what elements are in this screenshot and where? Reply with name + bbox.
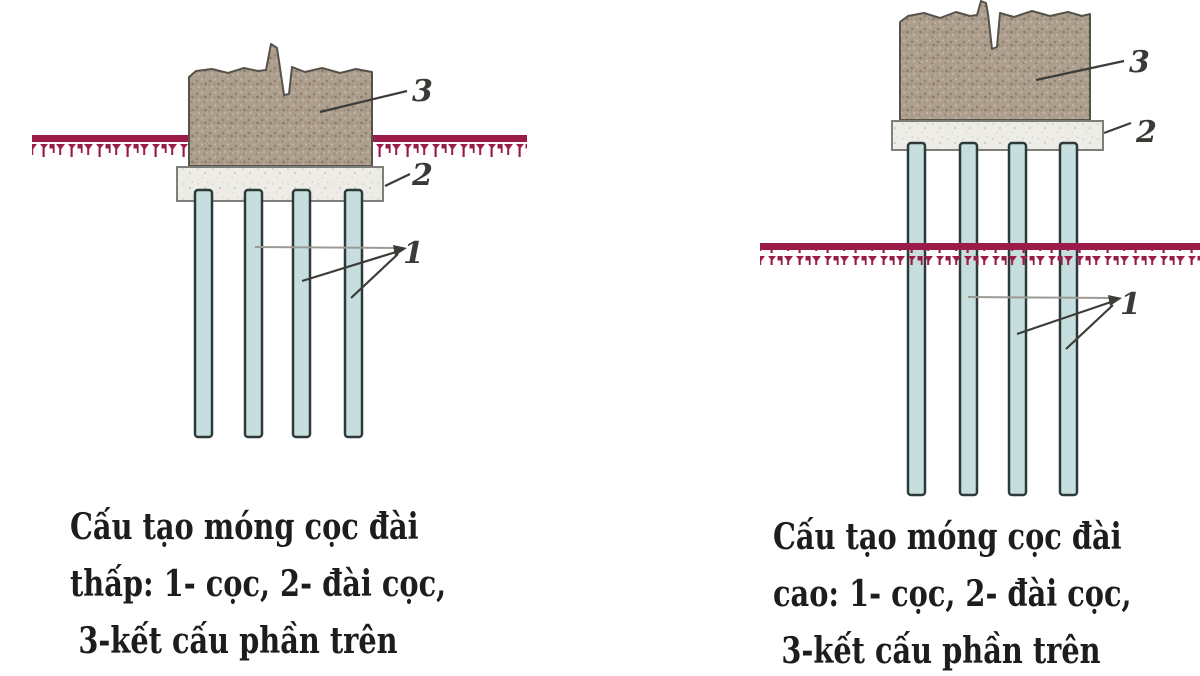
caption-line: thấp: 1- cọc, 2- đài cọc, [70,563,447,605]
caption-line: 3-kết cấu phần trên [78,620,398,662]
label-pile: 1 [403,236,424,271]
pile [243,188,264,439]
pile [343,188,364,439]
leader-line-superstructure [1035,59,1125,82]
pile [958,141,979,497]
leader-line-pile-diagonal [301,250,397,283]
left-diagram-low-pile-cap: 3 2 1 [32,43,527,439]
leader-line-pile-horizontal [967,296,1114,299]
label-pile: 1 [1120,287,1141,322]
caption-line: Cấu tạo móng cọc đài [773,516,1122,558]
ground-line [760,243,1200,250]
pile [1007,141,1028,497]
label-superstructure: 3 [1129,45,1150,80]
pile [291,188,312,439]
superstructure-shape [899,0,1091,121]
label-pile-cap: 2 [1135,115,1157,150]
caption-low-pile-cap: Cấu tạo móng cọc đài thấp: 1- cọc, 2- đà… [70,499,447,670]
pile [906,141,927,497]
leader-line-pile-horizontal [254,246,399,249]
leader-line-superstructure [319,89,408,114]
label-superstructure: 3 [412,74,433,109]
superstructure-shape [188,43,373,167]
leader-line-pile-cap [384,173,411,187]
leader-line-pile-diagonal [1016,300,1112,336]
label-pile-cap: 2 [411,158,433,193]
caption-line: Cấu tạo móng cọc đài [70,506,419,548]
ground-hatch [760,249,1200,265]
right-diagram-high-pile-cap: 3 2 1 [760,0,1200,497]
leader-line-pile-diagonal [1065,304,1114,350]
caption-line: cao: 1- cọc, 2- đài cọc, [773,573,1132,615]
caption-high-pile-cap: Cấu tạo móng cọc đài cao: 1- cọc, 2- đài… [773,509,1132,676]
leader-line-pile-cap [1103,121,1132,135]
leader-arrowhead [393,245,407,256]
leader-arrowhead [1108,295,1122,306]
pile [193,188,214,439]
leader-line-pile-diagonal [350,253,399,299]
caption-line: 3-kết cấu phần trên [781,630,1101,672]
